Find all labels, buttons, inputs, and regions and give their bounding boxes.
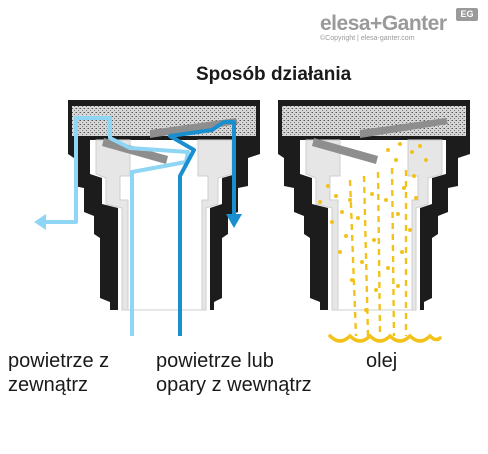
brand-badge: EG [456,8,478,21]
inside-air-flow [168,120,236,336]
diagram-title: Sposób działania [196,64,352,85]
inside-air-label-line-2: opary z wewnątrz [156,374,312,396]
right-breather [278,100,470,343]
inside-air-label-line-1: powietrze lub [156,350,274,372]
right-baffle-lower [312,138,378,164]
inside-air-label: powietrze lub opary z wewnątrz [156,349,312,397]
left-baffle-lower [102,138,168,164]
left-baffle-upper [150,118,238,138]
outside-air-arrowhead [34,214,46,230]
oil-waves [328,333,442,343]
outside-air-label: powietrze z zewnątrz [8,349,109,397]
right-baffle-upper [360,118,448,138]
left-insert [95,139,233,311]
inside-air-arrowhead [226,214,242,228]
brand-copyright: ©Copyright | elesa-ganter.com [320,35,415,42]
outside-air-label-line-1: powietrze z [8,350,110,372]
outside-air-flow [40,116,190,336]
oil-droplets [318,142,428,312]
brand-name: elesa+Ganter [320,12,447,35]
left-breather [34,100,260,336]
right-insert [305,139,443,311]
oil-label: olej [366,350,398,372]
outside-air-label-line-2: zewnątrz [8,374,89,396]
brand-logo: elesa+Ganter EG ©Copyright | elesa-gante… [320,8,480,48]
